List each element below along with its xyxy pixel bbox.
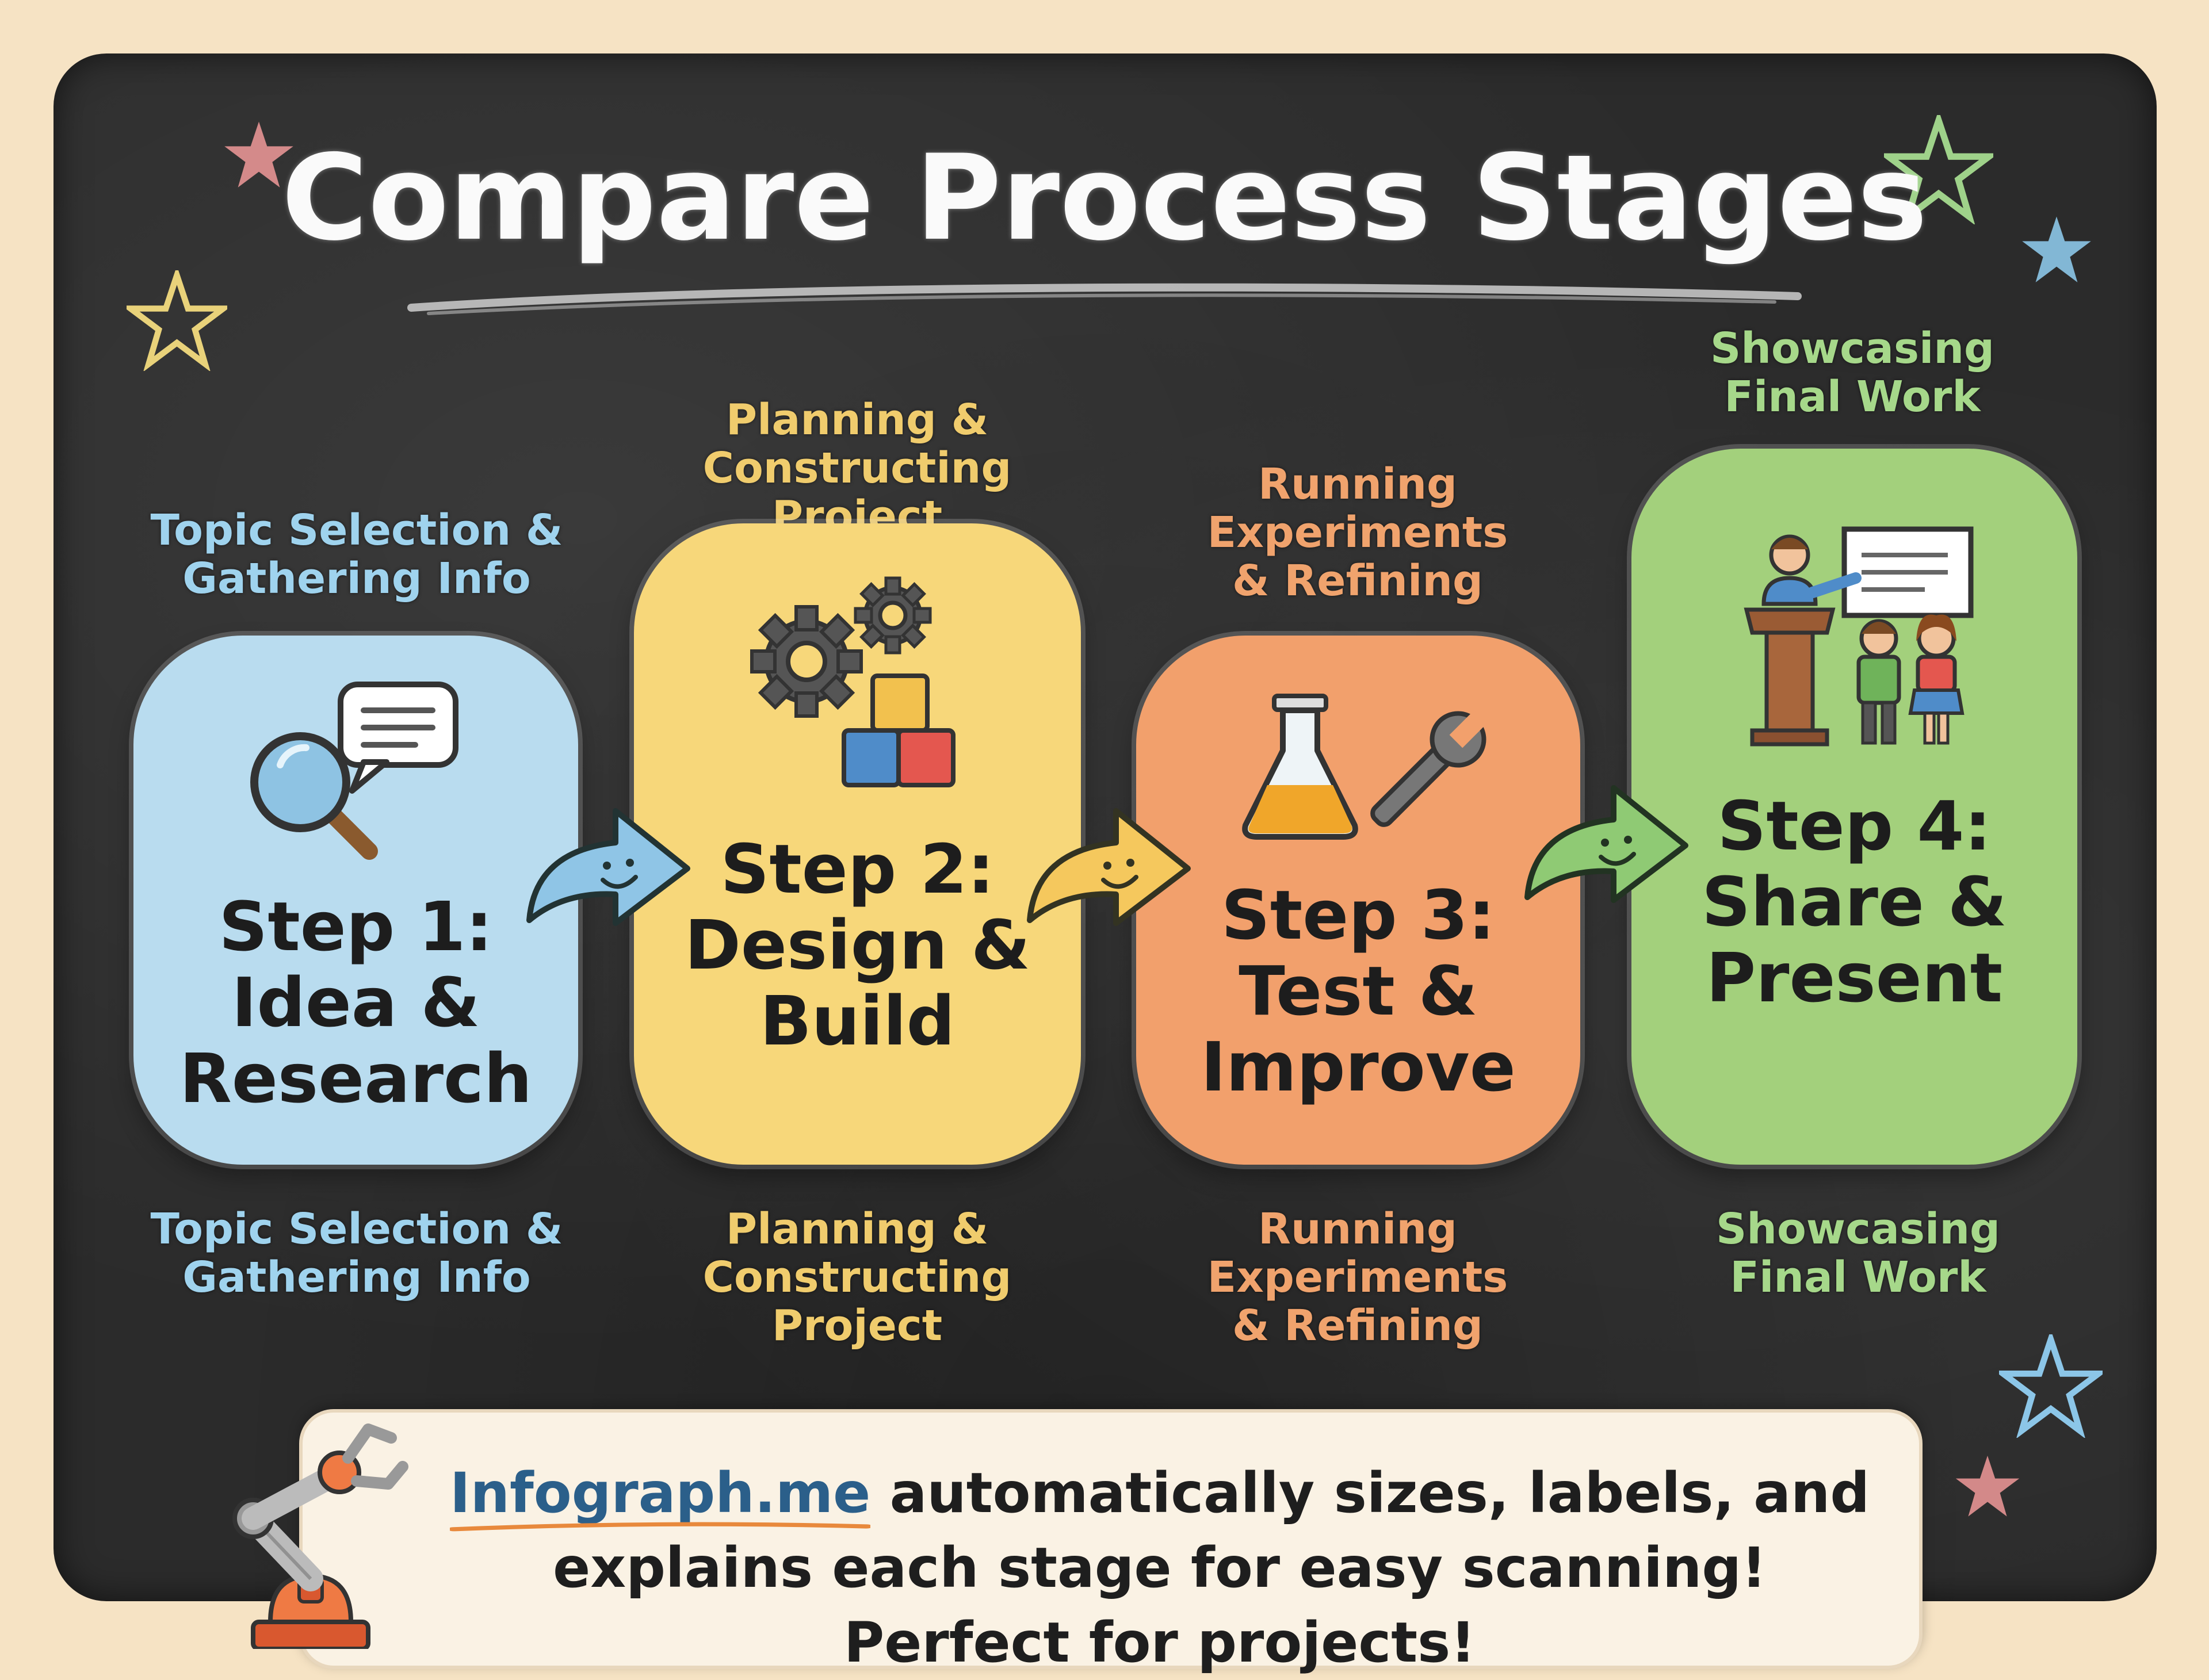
star-icon [1999,1334,2103,1438]
stage-2-title: Step 2: Design & Build [684,829,1031,1061]
brand-name: Infograph.me [449,1461,871,1532]
star-icon [224,121,293,187]
star-icon [127,270,227,371]
stage-1-title: Step 1: Idea & Research [179,887,532,1118]
callout-text: Infograph.me automatically sizes, labels… [435,1456,1885,1680]
page-title: Compare Process Stages [281,130,1928,267]
gears-blocks-icon [750,576,956,787]
callout-box: Infograph.me automatically sizes, labels… [299,1409,1923,1675]
stage-4-top-label: Showcasing Final Work [1710,324,1995,422]
stage-2-bottom-label: Planning & Constructing Project [702,1204,1012,1350]
stage-3-bottom-label: Running Experiments & Refining [1207,1204,1508,1350]
stage-3-title: Step 3: Test & Improve [1201,875,1516,1107]
smiley-arrow-icon [1524,785,1688,903]
star-icon [2022,216,2091,282]
robot-arm-icon [232,1423,408,1649]
stage-card-3: Step 3: Test & Improve [1136,636,1580,1165]
star-icon [1955,1456,2020,1517]
stage-1-top-label: Topic Selection & Gathering Info [150,506,563,603]
stage-1-bottom-label: Topic Selection & Gathering Info [150,1204,563,1302]
stage-card-2: Step 2: Design & Build [634,523,1081,1165]
presenter-audience-icon [1744,526,1974,747]
star-icon [1884,115,1993,224]
stage-card-1: Step 1: Idea & Research [133,636,578,1165]
smiley-arrow-icon [1027,808,1191,926]
smiley-arrow-icon [526,808,690,926]
stage-card-4: Step 4: Share & Present [1631,449,2077,1165]
stage-4-title: Step 4: Share & Present [1702,786,2007,1017]
stage-4-bottom-label: Showcasing Final Work [1715,1204,2001,1302]
flask-wrench-icon [1242,694,1487,840]
title-underline [407,283,1802,315]
stage-2-top-label: Planning & Constructing Project [702,395,1012,541]
magnifier-speech-bubble-icon [250,682,458,860]
brand-underline [449,1522,871,1532]
stage-3-top-label: Running Experiments & Refining [1207,460,1508,606]
